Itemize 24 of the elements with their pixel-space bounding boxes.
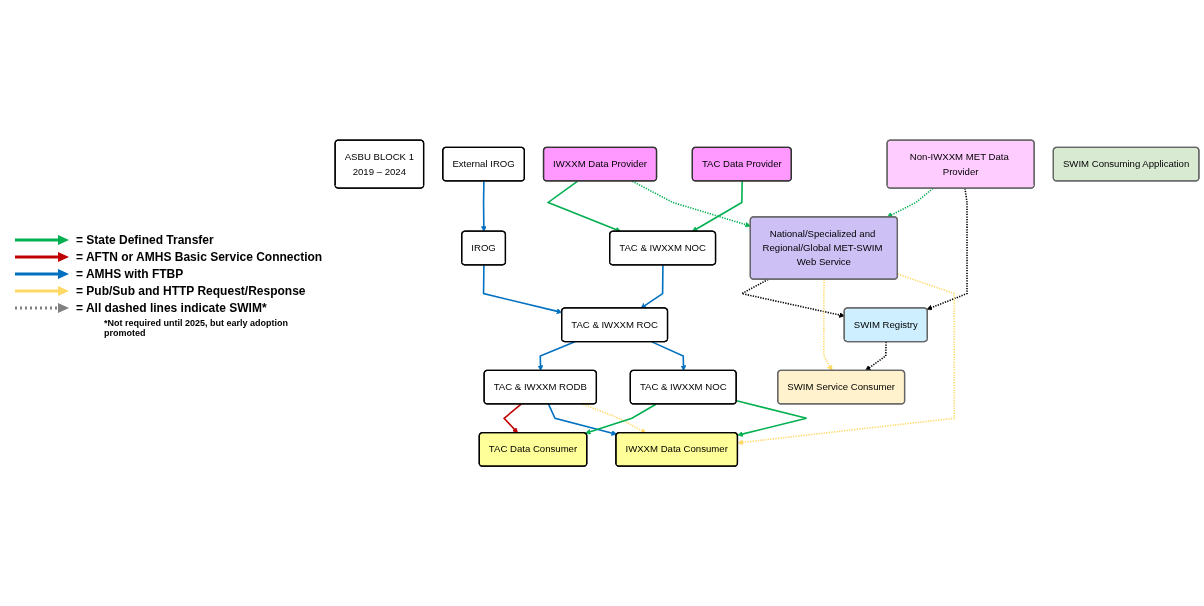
arrow [547, 403, 618, 436]
arrow [546, 180, 622, 233]
arrow [585, 403, 657, 435]
arrow [886, 187, 934, 218]
arrow [537, 340, 576, 371]
arrow [651, 340, 687, 371]
arrow [865, 340, 887, 371]
arrow [503, 403, 522, 434]
arrow [739, 278, 845, 318]
arrow [582, 403, 647, 434]
arrow [481, 180, 487, 232]
legend-text: = AFTN or AMHS Basic Service Connection [76, 250, 323, 264]
arrow [482, 264, 563, 314]
legend-text: = AMHS with FTBP [76, 267, 184, 281]
footnote: *Not required until 2025, but early adoption promoted [104, 318, 290, 338]
legend-text: = State Defined Transfer [76, 233, 214, 247]
arrow [631, 180, 751, 228]
arrow [640, 264, 664, 309]
legend-text: = Pub/Sub and HTTP Request/Response [76, 284, 306, 298]
arrow [737, 273, 956, 445]
arrow [691, 180, 743, 232]
legend-text: = All dashed lines indicate SWIM* [76, 301, 267, 315]
arrow [735, 399, 808, 437]
arrow [926, 187, 968, 310]
